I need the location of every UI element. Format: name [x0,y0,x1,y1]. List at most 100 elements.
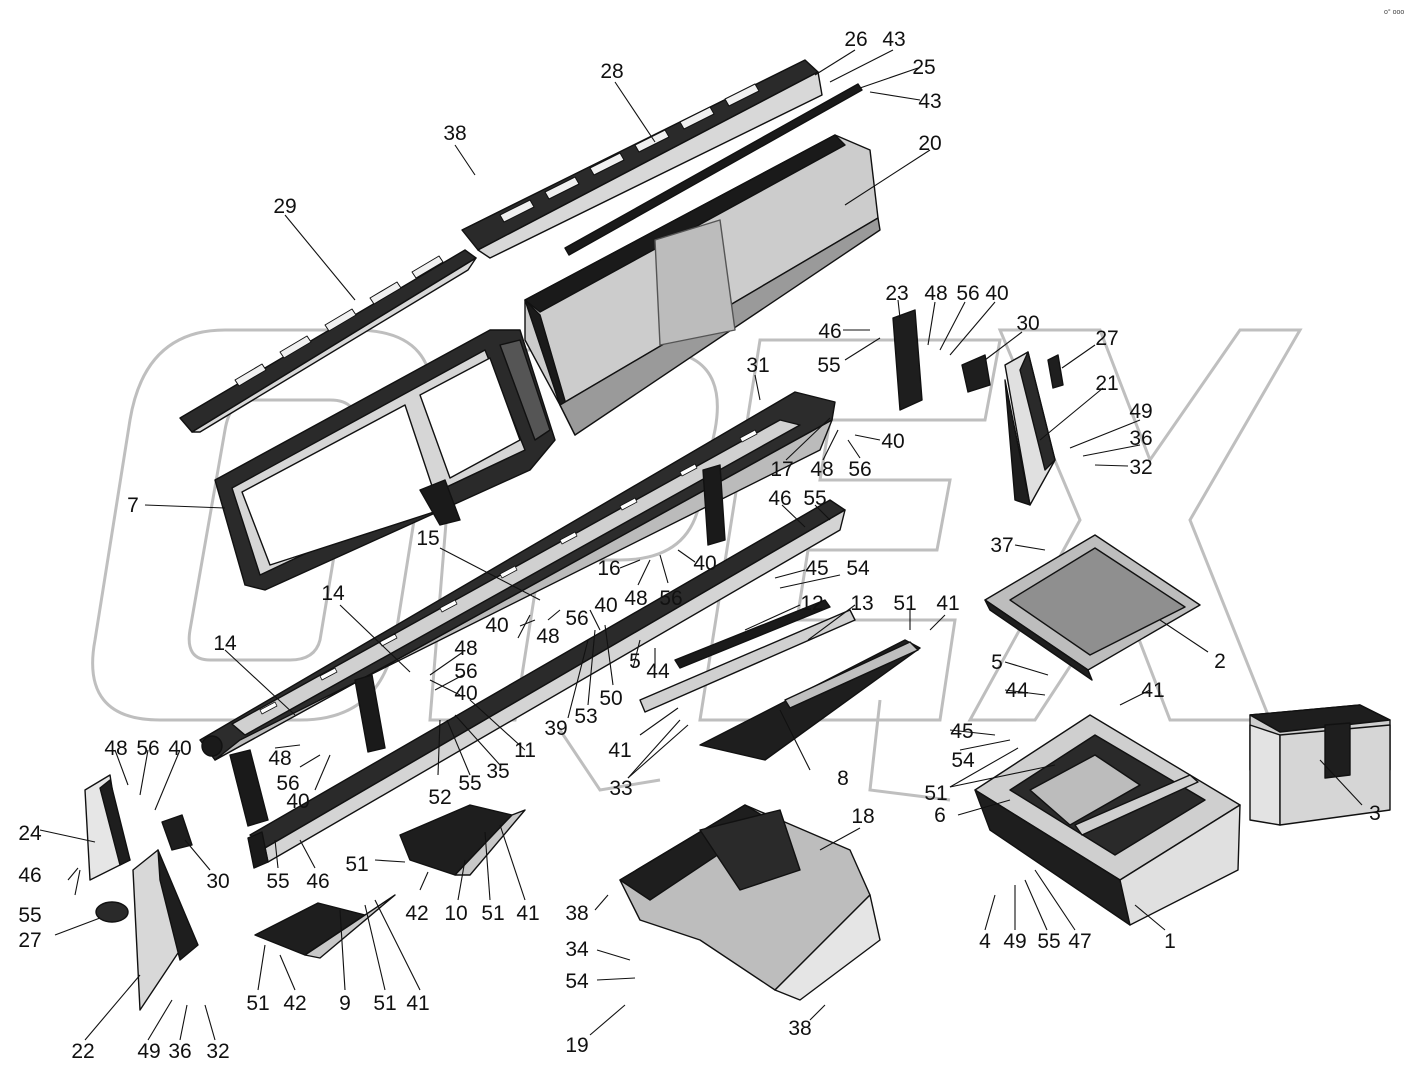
callout-3: 3 [1369,802,1381,825]
callout-24: 24 [18,822,42,845]
callout-18: 18 [851,805,874,828]
callout-51: 51 [246,992,269,1015]
callout-42: 42 [283,992,306,1015]
callout-38: 38 [565,902,588,925]
callout-51: 51 [924,782,947,805]
part-27-ring-left [95,901,129,923]
callout-43: 43 [882,28,905,51]
callout-45: 45 [950,720,973,743]
callout-51: 51 [481,902,504,925]
callout-44: 44 [1005,679,1029,702]
callout-48: 48 [454,637,477,660]
part-12-rail [674,599,831,669]
callout-41: 41 [936,592,959,615]
callout-55: 55 [18,904,41,927]
callout-56: 56 [276,772,299,795]
callout-38: 38 [788,1017,811,1040]
callout-55: 55 [458,772,481,795]
callout-54: 54 [565,970,589,993]
callout-56: 56 [454,660,477,683]
callout-49: 49 [1129,400,1152,423]
callout-48: 48 [624,587,647,610]
callout-30: 30 [1016,312,1039,335]
callout-40: 40 [168,737,191,760]
part-29-left-vent [179,249,477,433]
callout-4: 4 [979,930,991,953]
callout-15: 15 [416,527,439,550]
part-22-side-bracket [132,849,199,1011]
corner-mark: о° ооо [1384,8,1404,16]
callout-40: 40 [693,552,716,575]
callout-55: 55 [817,354,840,377]
callout-9: 9 [339,992,351,1015]
callout-17: 17 [770,458,793,481]
callout-48: 48 [268,747,291,770]
callout-8: 8 [837,767,849,790]
callout-41: 41 [1141,679,1164,702]
part-2-shelf [984,534,1201,681]
callout-56: 56 [848,458,871,481]
callout-43: 43 [918,90,941,113]
callout-2: 2 [1214,650,1226,673]
callout-38: 38 [443,122,466,145]
callout-40: 40 [594,594,617,617]
callout-55: 55 [803,487,826,510]
callout-56: 56 [956,282,979,305]
part-30-block-right [961,354,991,393]
part-10-bracket [399,804,526,876]
part-30-block-left [161,814,193,851]
part-9-bracket [254,894,396,959]
callout-25: 25 [912,56,935,79]
callout-54: 54 [951,749,975,772]
callout-5: 5 [991,651,1003,674]
callout-28: 28 [600,60,623,83]
callout-46: 46 [18,864,41,887]
callout-48: 48 [536,625,559,648]
callout-46: 46 [768,487,791,510]
callout-30: 30 [206,870,229,893]
callout-11: 11 [514,739,536,762]
callout-51: 51 [893,592,916,615]
callout-26: 26 [844,28,867,51]
callout-48: 48 [810,458,833,481]
callout-34: 34 [565,938,589,961]
callout-5: 5 [629,650,641,673]
part-31-main-panel [199,391,836,827]
callout-51: 51 [345,853,368,876]
callout-40: 40 [286,790,309,813]
callout-51: 51 [373,992,396,1015]
callout-27: 27 [1095,327,1118,350]
part-11-long-bar [247,499,846,869]
callout-56: 56 [565,607,588,630]
callout-10: 10 [444,902,467,925]
callout-23: 23 [885,282,908,305]
callout-36: 36 [168,1040,191,1063]
callout-44: 44 [646,660,670,683]
callout-37: 37 [990,534,1013,557]
callout-40: 40 [485,614,508,637]
callout-7: 7 [127,494,139,517]
callout-55: 55 [266,870,289,893]
callout-35: 35 [486,760,509,783]
part-28-top-vent [461,59,823,259]
callout-56: 56 [136,737,159,760]
part-8-tray [699,639,921,761]
callout-47: 47 [1068,930,1091,953]
callout-40: 40 [881,430,904,453]
part-20-top-cover [524,134,881,436]
part-21-bracket [1004,351,1056,506]
part-23-bracket [892,309,923,411]
callout-41: 41 [516,902,539,925]
callout-36: 36 [1129,427,1152,450]
callout-19: 19 [565,1034,588,1057]
callout-27: 27 [18,929,41,952]
callout-33: 33 [609,777,632,800]
callout-55: 55 [1037,930,1060,953]
callout-49: 49 [1003,930,1026,953]
callout-32: 32 [206,1040,229,1063]
part-1-box [974,714,1241,926]
callout-13: 13 [850,592,873,615]
callout-46: 46 [818,320,841,343]
